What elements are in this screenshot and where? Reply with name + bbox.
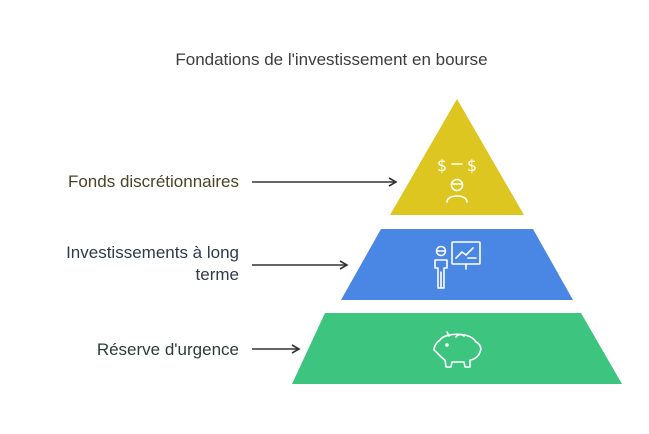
diagram-title: Fondations de l'investissement en bourse: [175, 50, 488, 69]
svg-text:$: $: [467, 156, 477, 175]
label-line-1: Investissements à long: [66, 243, 239, 262]
piggy-bank-icon: [433, 331, 482, 368]
pyramid-level-bottom: [292, 313, 622, 384]
presenter-chart-icon: [434, 241, 481, 289]
label-investissements-long-terme: Investissements à long terme: [0, 242, 239, 286]
dollar-exchange-person-icon: $ $: [437, 156, 477, 203]
pyramid-level-top: [390, 99, 524, 215]
label-reserve-urgence: Réserve d'urgence: [96, 340, 239, 359]
label-line-2: terme: [195, 265, 239, 284]
label-fonds-discretionnaires: Fonds discrétionnaires: [67, 172, 239, 191]
svg-text:$: $: [437, 156, 447, 175]
